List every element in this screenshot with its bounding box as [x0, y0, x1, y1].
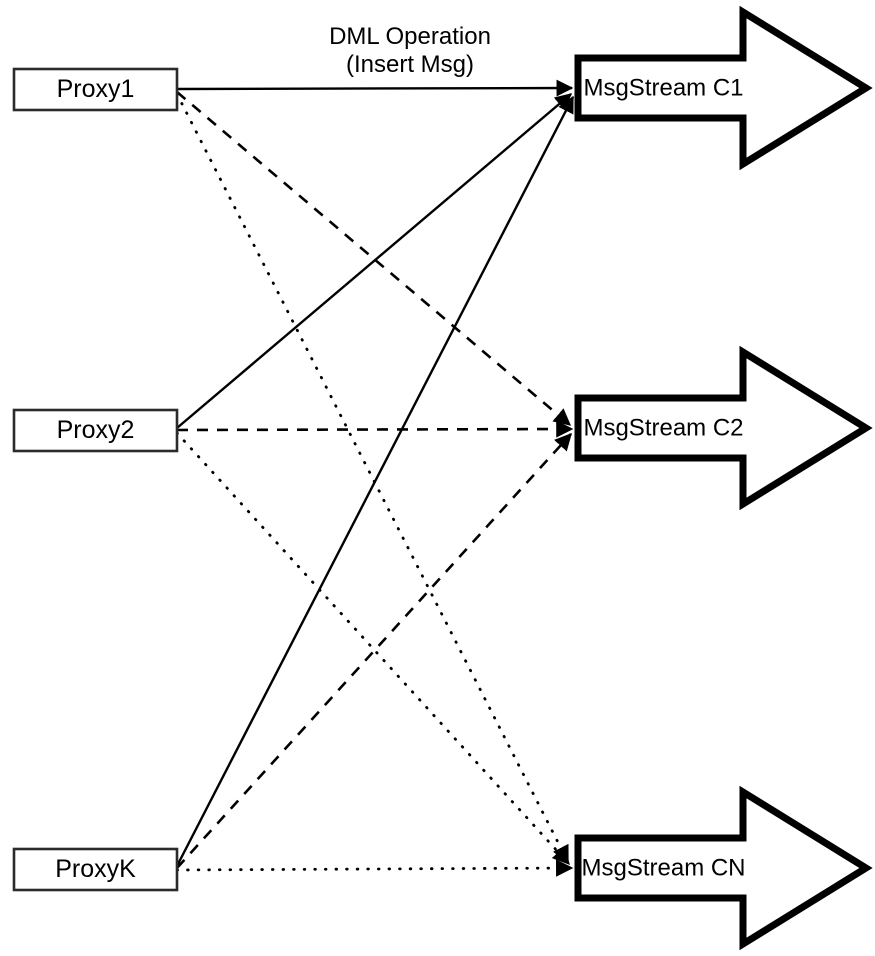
block-arrow-cn-shape — [574, 785, 873, 951]
edge-label-dml-operation: DML Operation (Insert Msg) — [329, 23, 491, 78]
node-msgstream-c2[interactable]: MsgStream C2 — [574, 345, 873, 511]
node-proxyk[interactable]: ProxyK — [12, 847, 179, 892]
node-msgstream-cn[interactable]: MsgStream CN — [574, 785, 873, 951]
node-proxy2[interactable]: Proxy2 — [12, 408, 179, 453]
node-msgstream-cn-label: MsgStream CN — [581, 854, 745, 881]
node-proxy1-rect — [12, 67, 179, 112]
node-msgstream-c2-label: MsgStream C2 — [583, 414, 743, 441]
block-arrow-c1-shape — [574, 5, 873, 171]
edge-proxy1-to-c1 — [176, 79, 574, 97]
edges-layer — [175, 79, 575, 877]
node-proxy2-rect — [12, 408, 179, 453]
block-arrow-c2-shape — [574, 345, 873, 511]
edge-proxyk-to-cn — [175, 859, 574, 877]
node-proxyk-label: ProxyK — [55, 855, 136, 883]
node-proxy1-label: Proxy1 — [57, 75, 135, 103]
node-msgstream-c1[interactable]: MsgStream C1 — [574, 5, 873, 171]
edge-proxy2-to-c2 — [176, 420, 574, 438]
edge-proxy1-to-c2 — [176, 91, 572, 426]
target-nodes-layer: MsgStream C1 MsgStream C2 MsgStream CN — [574, 5, 873, 951]
node-proxy2-label: Proxy2 — [57, 416, 135, 444]
source-nodes-layer: Proxy1 Proxy2 ProxyK — [12, 67, 179, 892]
edge-label-line-1: DML Operation — [329, 23, 491, 50]
edge-proxyk-to-c2 — [176, 432, 572, 869]
edge-proxyk-to-c1 — [175, 95, 575, 867]
node-proxyk-rect — [12, 847, 179, 892]
node-msgstream-c1-label: MsgStream C1 — [583, 74, 743, 101]
edge-proxy2-to-cn — [175, 431, 571, 866]
edge-proxy2-to-c1 — [176, 93, 573, 429]
edge-label-line-2: (Insert Msg) — [346, 51, 474, 78]
node-proxy1[interactable]: Proxy1 — [12, 67, 179, 112]
edge-proxy1-to-cn — [175, 92, 570, 864]
